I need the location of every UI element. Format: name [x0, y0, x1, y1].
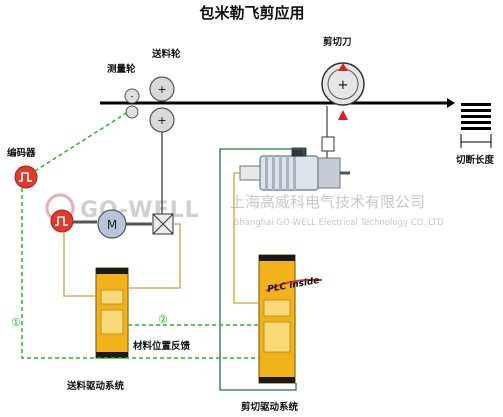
measure-wheel: - [124, 88, 140, 119]
feed-drive-unit [95, 267, 129, 359]
watermark-company-cn: 上海高威科电气技术有限公司 [230, 193, 425, 211]
measure-wheel-label: 测量轮 [107, 63, 136, 75]
feed-encoder [50, 209, 74, 233]
cutter-shaft [321, 106, 335, 152]
material-strip [100, 98, 455, 108]
watermark-company-en: Shanghai GO-WELL Electrical Technology C… [234, 218, 444, 228]
link-two-marker: ② [158, 313, 168, 326]
feed-motor-label: M [107, 218, 117, 232]
servo-motor [239, 147, 350, 191]
link-one-marker: ① [11, 316, 21, 329]
encoder [14, 165, 38, 189]
feed-rollers: + + [149, 76, 175, 133]
cutter-plus: + [338, 78, 349, 93]
feed-encoder-pulse-icon [55, 216, 68, 226]
feed-roller-label: 送料轮 [151, 48, 181, 60]
material-feedback-label: 材料位置反馈 [132, 340, 191, 352]
encoder-label: 编码器 [7, 147, 36, 159]
measure-wheel-minus: - [130, 92, 133, 102]
feed-roller-bottom-plus: + [157, 114, 166, 127]
cutter-label: 剪切刀 [323, 36, 352, 48]
feed-gearbox [152, 213, 174, 235]
diagram-title: 包米勒飞剪应用 [199, 4, 304, 22]
cut-length-stack [460, 103, 492, 148]
feed-motor: M [97, 209, 127, 239]
cutter-blade-bottom-icon [338, 110, 348, 120]
feed-roller-top-plus: + [157, 83, 166, 96]
cutter-blade-top-icon [338, 63, 348, 71]
feedback-links [21, 188, 259, 359]
cutter: + [321, 62, 365, 120]
cut-drive-unit [258, 254, 296, 384]
orange-wiring [63, 172, 259, 304]
encoder-feedback-link [21, 188, 259, 359]
encoder-pulse-icon [19, 172, 32, 182]
feed-drive-system-label: 送料驱动系统 [66, 380, 125, 392]
watermark-logo-text: GO-WELL [80, 198, 200, 223]
cut-drive-system-label: 剪切驱动系统 [241, 401, 299, 413]
encoder-link [34, 111, 129, 172]
cut-length-label: 切断长度 [456, 154, 495, 166]
darkgreen-wiring [219, 148, 305, 391]
